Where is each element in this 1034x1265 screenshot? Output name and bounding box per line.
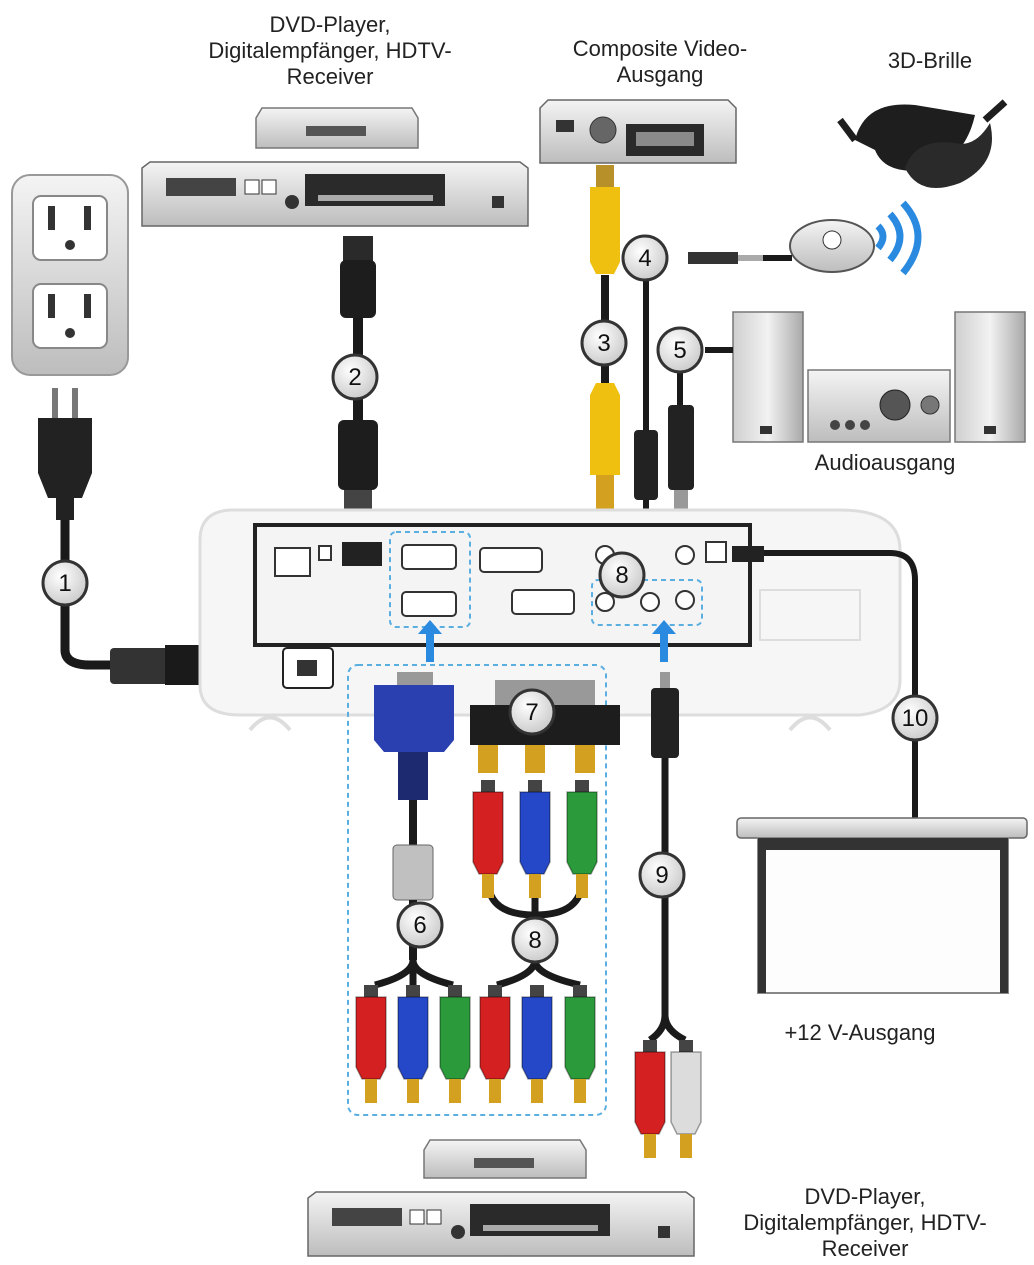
badge-scart-rgb-adapter: 7 xyxy=(510,690,554,734)
rca-plug-red xyxy=(473,780,503,898)
dvd-player-top-icon xyxy=(142,108,528,226)
badge-3d-emitter-cable: 4 xyxy=(623,236,667,280)
badge-number: 10 xyxy=(902,705,929,732)
label-dvd-bottom-line3: Receiver xyxy=(705,1236,1025,1262)
badge-number: 8 xyxy=(528,927,541,954)
3d-emitter-icon xyxy=(790,203,918,273)
3d-glasses-icon xyxy=(840,102,1005,188)
rca-plug-green xyxy=(567,780,597,898)
badge-component-cable-projector: 8 xyxy=(600,553,644,597)
badge-power-cord: 1 xyxy=(43,561,87,605)
badge-number: 1 xyxy=(58,570,71,597)
label-composite-line1: Composite Video- xyxy=(530,36,790,62)
label-dvd-player-top: DVD-Player, Digitalempfänger, HDTV- Rece… xyxy=(170,12,490,90)
label-dvd-bottom-line1: DVD-Player, xyxy=(705,1184,1025,1210)
composite-video-source-icon xyxy=(540,100,736,163)
rca-plug-red xyxy=(480,985,510,1103)
label-composite-line2: Ausgang xyxy=(530,62,790,88)
rca-plug-blue xyxy=(522,985,552,1103)
label-composite-video: Composite Video- Ausgang xyxy=(530,36,790,88)
projection-screen-icon xyxy=(737,818,1027,993)
badge-composite-video-cable: 3 xyxy=(582,321,626,365)
label-dvd-top-line3: Receiver xyxy=(170,64,490,90)
label-dvd-bottom-line2: Digitalempfänger, HDTV- xyxy=(705,1210,1025,1236)
label-12v-out: +12 V-Ausgang xyxy=(740,1020,980,1046)
rca-plug-blue xyxy=(398,985,428,1103)
dvd-player-bottom-icon xyxy=(308,1140,694,1256)
label-dvd-top-line2: Digitalempfänger, HDTV- xyxy=(170,38,490,64)
rca-plug-white xyxy=(671,1040,701,1158)
rca-plug-green xyxy=(565,985,595,1103)
rca-plug-green xyxy=(440,985,470,1103)
badge-number: 7 xyxy=(525,699,538,726)
wall-outlet-icon xyxy=(12,175,128,375)
rca-plug-red xyxy=(635,1040,665,1158)
badge-vga-to-component-cable: 6 xyxy=(398,903,442,947)
label-dvd-top-line1: DVD-Player, xyxy=(170,12,490,38)
badge-component-cable: 8 xyxy=(513,918,557,962)
label-audio-out: Audioausgang xyxy=(790,450,980,476)
badge-audio-out-cable: 5 xyxy=(658,328,702,372)
rca-plug-red xyxy=(356,985,386,1103)
rca-plug-blue xyxy=(520,780,550,898)
power-plug-icon xyxy=(38,388,92,520)
speaker-system-icon xyxy=(733,312,1025,442)
badge-number: 4 xyxy=(638,245,651,272)
badge-number: 2 xyxy=(348,364,361,391)
badge-number: 5 xyxy=(673,337,686,364)
badge-number: 9 xyxy=(655,862,668,889)
badge-number: 6 xyxy=(413,912,426,939)
badge-number: 8 xyxy=(615,562,628,589)
label-3d-glasses: 3D-Brille xyxy=(860,48,1000,74)
label-dvd-player-bottom: DVD-Player, Digitalempfänger, HDTV- Rece… xyxy=(705,1184,1025,1262)
badge-number: 3 xyxy=(597,330,610,357)
badge-hdmi-cable: 2 xyxy=(333,355,377,399)
badge-audio-in-cable: 9 xyxy=(640,853,684,897)
badge-12v-trigger-cable: 10 xyxy=(893,696,937,740)
